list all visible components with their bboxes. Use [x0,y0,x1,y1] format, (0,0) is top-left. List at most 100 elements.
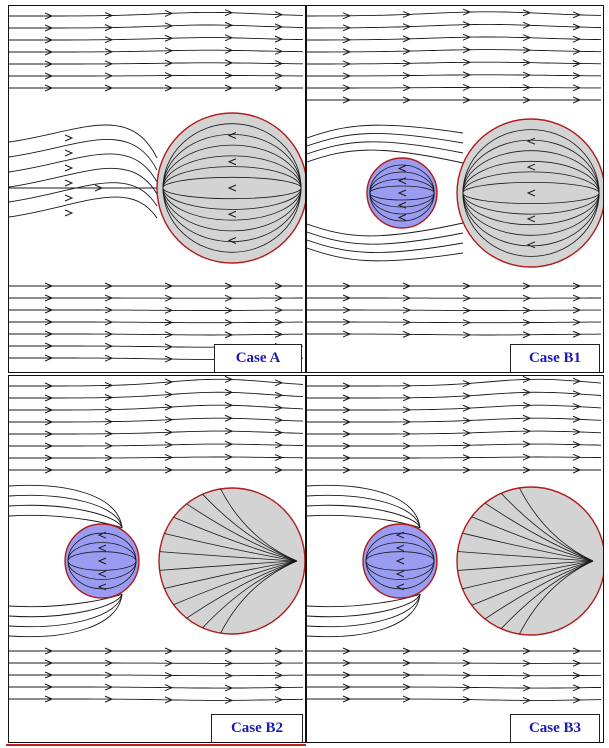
flow-arrow [462,331,472,339]
flow-arrow [44,294,54,302]
flow-arrow [522,282,532,290]
flow-arrow [342,282,352,290]
internal-streamline [159,560,298,571]
flow-arrow [397,189,407,197]
internal-streamline [457,551,594,562]
flow-arrow [462,306,472,314]
flow-arrow [572,403,582,410]
small-drop-b1 [366,157,438,229]
flow-arrow [274,84,284,92]
flow-arrow [274,35,284,43]
flow-arrow [522,59,532,67]
flow-arrow [397,177,407,185]
flow-arrow [342,318,352,326]
flow-arrow [104,72,114,80]
streamline [9,37,304,41]
flow-arrow [97,583,107,591]
flow-arrow [462,404,472,412]
flow-arrow [342,96,352,104]
flow-arrow [342,418,352,426]
flow-arrow [522,466,532,474]
flow-arrow [44,683,54,691]
flow-arrow [342,84,352,92]
flow-arrow [164,391,174,399]
streamline [9,686,303,689]
flow-arrow [104,454,114,462]
flow-arrow [227,158,237,166]
flow-arrow [522,684,532,692]
streamline [307,141,464,155]
flow-arrow [526,215,536,223]
streamline [307,149,464,164]
flow-arrow [274,11,284,19]
streamline [9,321,303,324]
streamline [9,378,304,387]
flow-arrow [64,164,74,172]
flow-arrow [224,306,234,314]
streamline [307,443,602,447]
streamline [9,674,303,677]
flow-arrow [274,441,284,449]
flow-arrow [402,418,412,426]
flow-arrow [572,306,582,314]
flow-arrow [104,647,114,655]
flow-arrow [462,454,472,462]
flow-arrow [104,442,114,450]
flow-arrow [104,406,114,414]
streamline [9,196,158,219]
small-drop-b2 [64,523,140,599]
flow-arrow [462,71,472,79]
flow-arrow [227,184,237,192]
streamline-plot-case-b3 [307,376,603,704]
flow-arrow [164,34,174,42]
flow-arrow [44,84,54,92]
streamline [307,698,602,701]
internal-streamline [457,560,594,571]
flow-arrow [224,331,234,339]
flow-arrow [402,454,412,462]
flow-arrow [104,381,114,389]
flow-arrow [402,72,412,80]
streamline [307,23,602,29]
streamline [307,686,601,689]
flow-arrow [224,21,234,29]
internal-streamline [471,560,594,606]
streamline [9,404,304,411]
flow-arrow [104,36,114,44]
flow-arrow [522,331,532,339]
streamline [307,133,464,147]
flow-arrow [402,647,412,655]
flow-arrow [274,659,284,667]
streamline [9,443,304,447]
flow-arrow [572,696,582,704]
flow-arrow [44,382,54,390]
flow-arrow [274,318,284,326]
internal-streamline [159,551,298,562]
flow-arrow [104,84,114,92]
flow-arrow [224,294,234,302]
streamline [307,333,602,336]
flow-arrow [342,330,352,338]
flow-arrow [462,33,472,41]
flow-arrow [274,282,284,290]
streamline [307,593,421,638]
flow-arrow [402,23,412,31]
streamline [9,74,303,77]
flow-arrow [164,355,174,363]
flow-arrow [224,440,234,448]
streamline [9,49,304,53]
flow-arrow [402,84,412,92]
flow-arrow [164,466,174,474]
flow-arrow [44,24,54,32]
flow-arrow [342,454,352,462]
internal-streamline [484,502,594,562]
streamline [307,74,601,77]
flow-arrow [402,394,412,402]
streamline [307,593,421,608]
streamline [9,391,304,399]
flow-arrow [164,22,174,30]
large-drop-b2 [158,487,305,635]
flow-arrow [526,163,536,171]
internal-streamline [202,560,298,629]
flow-arrow [526,137,536,145]
